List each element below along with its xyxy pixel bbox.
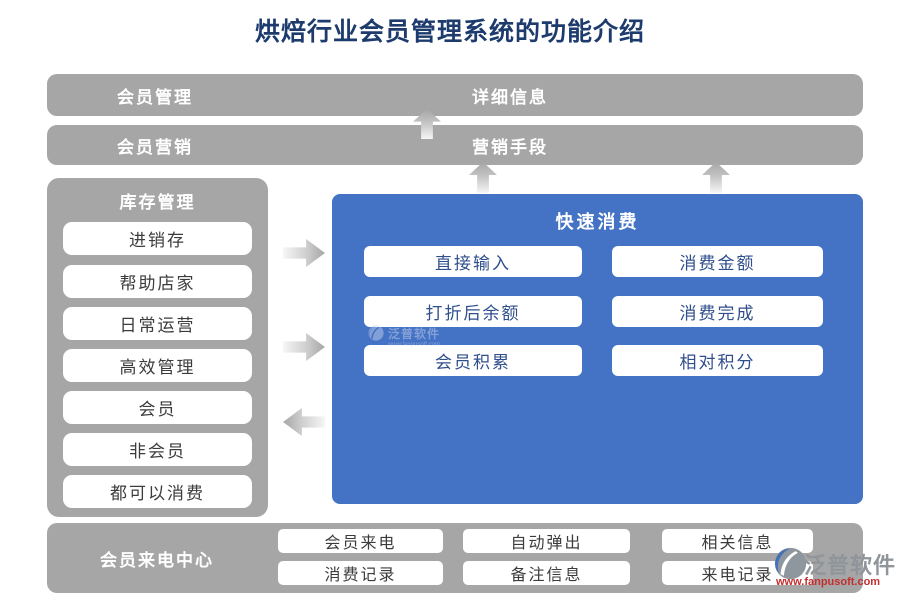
arrow-left-icon <box>283 408 325 436</box>
panel-title: 快速消费 <box>555 212 640 232</box>
watermark-subtext: www.fanpusoft.com <box>388 342 441 348</box>
arrow-up-icon <box>702 162 730 193</box>
arrow-right-icon <box>283 239 325 267</box>
bar-member-marketing: 会员营销 营销手段 <box>47 125 863 165</box>
fanpu-logo-icon <box>368 325 384 341</box>
panel-item-consume-done: 消费完成 <box>612 296 823 327</box>
sidebar-item-purchase-sale-stock: 进销存 <box>63 222 252 255</box>
sidebar-item-non-member: 非会员 <box>63 433 252 466</box>
watermark-text: 泛普软件 <box>388 327 441 341</box>
bar1-right-label: 详细信息 <box>472 87 548 107</box>
sidebar-title: 库存管理 <box>119 193 196 212</box>
panel-item-relative-points: 相对积分 <box>612 345 823 376</box>
sidebar-item-all-can-consume: 都可以消费 <box>63 475 252 508</box>
sidebar-item-efficient-manage: 高效管理 <box>63 349 252 382</box>
member-call-center-panel: 会员来电中心 会员来电 自动弹出 相关信息 消费记录 备注信息 来电记录 <box>47 523 863 593</box>
arrow-right-icon <box>283 333 325 361</box>
arrow-up-icon <box>469 162 497 193</box>
sidebar-item-daily-operation: 日常运营 <box>63 307 252 340</box>
panel-item-consume-amount: 消费金额 <box>612 246 823 277</box>
bottom-item-auto-popup: 自动弹出 <box>463 529 630 553</box>
bottom-item-member-call: 会员来电 <box>278 529 443 553</box>
bottom-item-note-info: 备注信息 <box>463 561 630 585</box>
bottom-bar-label: 会员来电中心 <box>100 550 214 570</box>
fanpu-watermark: 泛普软件 www.fanpusoft.com <box>368 325 440 348</box>
fanpu-logo-icon <box>774 547 807 580</box>
sidebar-item-member: 会员 <box>63 391 252 424</box>
fanpu-logo: 泛普软件 www.fanpusoft.com <box>770 542 898 594</box>
bar2-left-label: 会员营销 <box>117 137 193 157</box>
bar2-right-label: 营销手段 <box>472 137 548 157</box>
inventory-management-panel: 库存管理 进销存 帮助店家 日常运营 高效管理 会员 非会员 都可以消费 <box>47 178 268 517</box>
logo-url: www.fanpusoft.com <box>776 576 881 588</box>
bottom-item-consume-record: 消费记录 <box>278 561 443 585</box>
bar1-left-label: 会员管理 <box>117 87 193 107</box>
bar-member-management: 会员管理 详细信息 <box>47 74 863 116</box>
panel-item-discount-balance: 打折后余额 <box>364 296 582 327</box>
panel-item-member-accrue: 会员积累 <box>364 345 582 376</box>
logo-text: 泛普软件 <box>804 553 897 578</box>
quick-consume-panel: 快速消费 直接输入 消费金额 打折后余额 消费完成 会员积累 相对积分 泛普软件… <box>332 194 863 504</box>
sidebar-item-help-shop: 帮助店家 <box>63 265 252 298</box>
panel-item-direct-input: 直接输入 <box>364 246 582 277</box>
page-title: 烘焙行业会员管理系统的功能介绍 <box>254 19 645 46</box>
